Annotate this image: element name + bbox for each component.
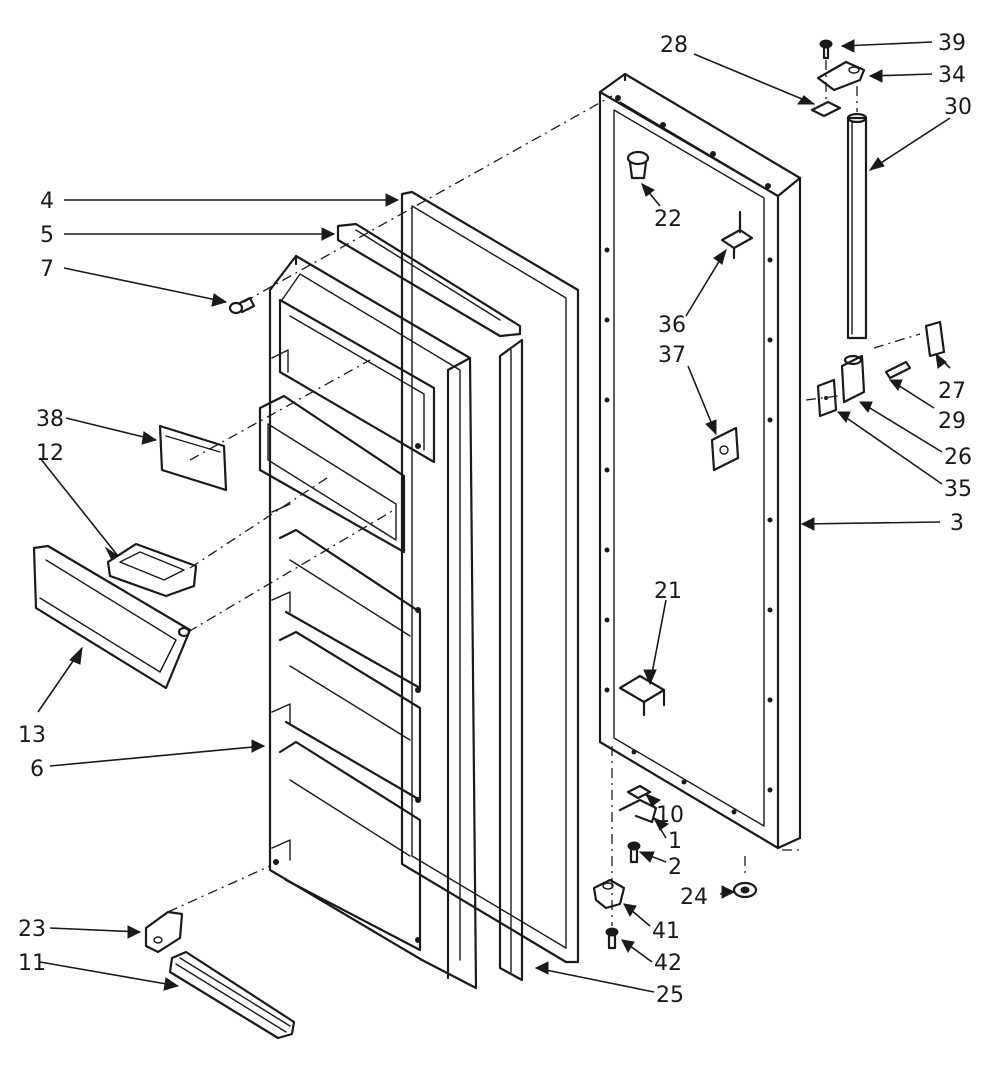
part-38-label (158, 424, 228, 492)
callout-11: 11 (18, 951, 46, 976)
part-37-plate (710, 426, 740, 472)
callout-labels: 28 39 34 30 22 4 5 7 36 37 27 29 26 35 3… (18, 31, 972, 1008)
part-42-screw (605, 927, 619, 950)
callout-28: 28 (660, 33, 688, 58)
callout-35: 35 (944, 477, 972, 502)
callout-13: 13 (18, 723, 46, 748)
part-6-inner-liner (258, 254, 478, 990)
callout-37: 37 (658, 343, 686, 368)
callout-10: 10 (656, 803, 684, 828)
callout-39: 39 (938, 31, 966, 56)
part-28-spacer (810, 100, 842, 118)
part-25-side-strip (498, 338, 524, 982)
alignment-lines (167, 60, 921, 926)
callout-23: 23 (18, 917, 46, 942)
part-5-breaker-strip (336, 222, 522, 338)
leader-arrowheads (69, 39, 947, 991)
part-11-toe-strip (168, 950, 296, 1040)
part-4-gasket-frame (400, 190, 580, 964)
part-12-tray (106, 542, 198, 598)
part-1-bracket (618, 798, 658, 824)
callout-22: 22 (654, 207, 682, 232)
callout-30: 30 (944, 95, 972, 120)
callout-29: 29 (938, 409, 966, 434)
callout-5: 5 (40, 223, 54, 248)
callout-26: 26 (944, 445, 972, 470)
callout-24: 24 (680, 885, 708, 910)
leader-lines (37, 41, 951, 993)
part-34-top-hinge (816, 60, 866, 92)
callout-38: 38 (36, 407, 64, 432)
callout-36: 36 (658, 313, 686, 338)
callout-12: 12 (36, 441, 64, 466)
callout-21: 21 (654, 579, 682, 604)
callout-34: 34 (938, 63, 966, 88)
callout-3: 3 (950, 511, 964, 536)
callout-1: 1 (668, 829, 682, 854)
callout-27: 27 (938, 379, 966, 404)
callout-25: 25 (656, 983, 684, 1008)
part-35-shim (816, 378, 838, 418)
part-36-bracket (720, 210, 754, 260)
part-26-lower-hinge (840, 354, 866, 404)
part-13-dispenser-cover (32, 544, 192, 690)
part-29-screw (884, 360, 912, 380)
part-23-hinge-bracket (144, 910, 184, 954)
part-21-latch (618, 674, 666, 717)
callout-2: 2 (668, 855, 682, 880)
part-24-cap (732, 881, 758, 899)
panel-screw-holes (604, 95, 773, 815)
part-30-hinge-tube (846, 112, 868, 340)
callout-6: 6 (30, 757, 44, 782)
part-7-plug (228, 296, 256, 315)
callout-42: 42 (654, 951, 682, 976)
callout-7: 7 (40, 257, 54, 282)
part-27-cap (924, 320, 946, 358)
part-41-bottom-hinge (592, 878, 626, 910)
part-22-plug (626, 150, 650, 180)
callout-41: 41 (652, 919, 680, 944)
part-10-clip (626, 784, 652, 800)
outer-door-panel (598, 72, 802, 850)
callout-4: 4 (40, 189, 54, 214)
part-39-screw (819, 39, 833, 60)
part-2-screw (627, 841, 641, 864)
